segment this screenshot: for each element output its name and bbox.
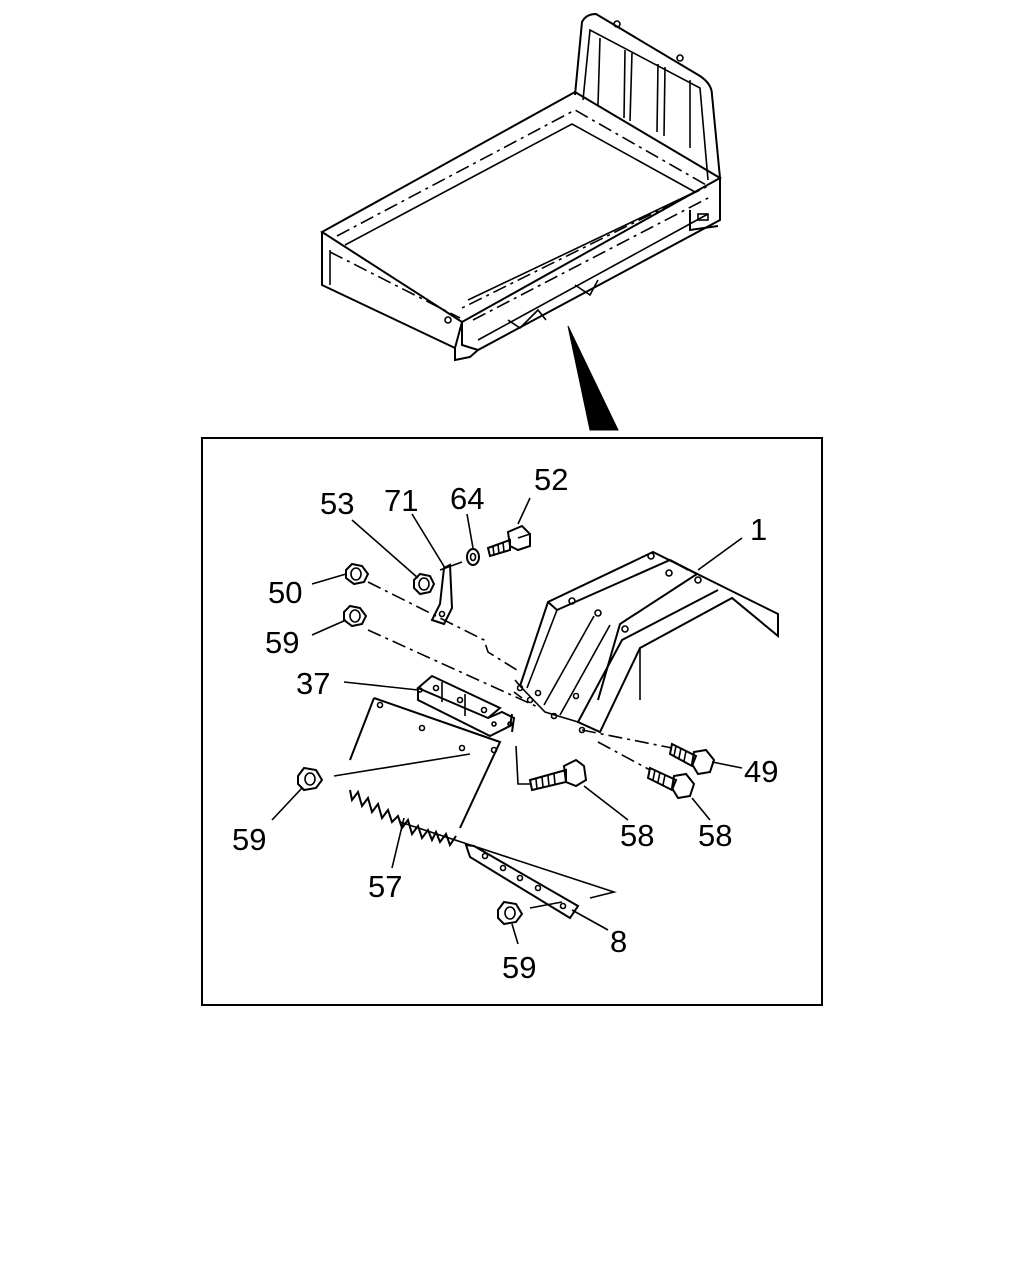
truck-bed-illustration bbox=[320, 12, 723, 362]
fasteners bbox=[297, 524, 716, 926]
callout-58-center: 58 bbox=[620, 818, 654, 853]
callout-labels: 1 52 64 71 53 50 59 37 49 58 58 59 57 8 … bbox=[232, 462, 778, 985]
callout-71: 71 bbox=[384, 483, 418, 518]
callout-49: 49 bbox=[744, 754, 778, 789]
pointer-arrow bbox=[567, 325, 619, 431]
detail-frame bbox=[201, 437, 823, 1006]
rear-fender bbox=[513, 550, 779, 734]
callout-50: 50 bbox=[268, 575, 302, 610]
callout-1: 1 bbox=[750, 512, 767, 547]
bracket-37 bbox=[416, 674, 516, 738]
assembly-lines bbox=[333, 561, 673, 909]
leader-lines bbox=[271, 497, 743, 945]
callout-37: 37 bbox=[296, 666, 330, 701]
callout-52: 52 bbox=[534, 462, 568, 497]
callout-59-bottom: 59 bbox=[502, 950, 536, 985]
callout-59-left: 59 bbox=[232, 822, 266, 857]
callout-8: 8 bbox=[610, 924, 627, 959]
callout-59-upper: 59 bbox=[265, 625, 299, 660]
stay-71 bbox=[430, 563, 454, 626]
mud-flap-57 bbox=[349, 697, 502, 848]
callout-53: 53 bbox=[320, 486, 354, 521]
callout-57: 57 bbox=[368, 869, 402, 904]
reinforcement-strip-8 bbox=[464, 843, 580, 920]
callout-58-right: 58 bbox=[698, 818, 732, 853]
callout-64: 64 bbox=[450, 481, 484, 516]
